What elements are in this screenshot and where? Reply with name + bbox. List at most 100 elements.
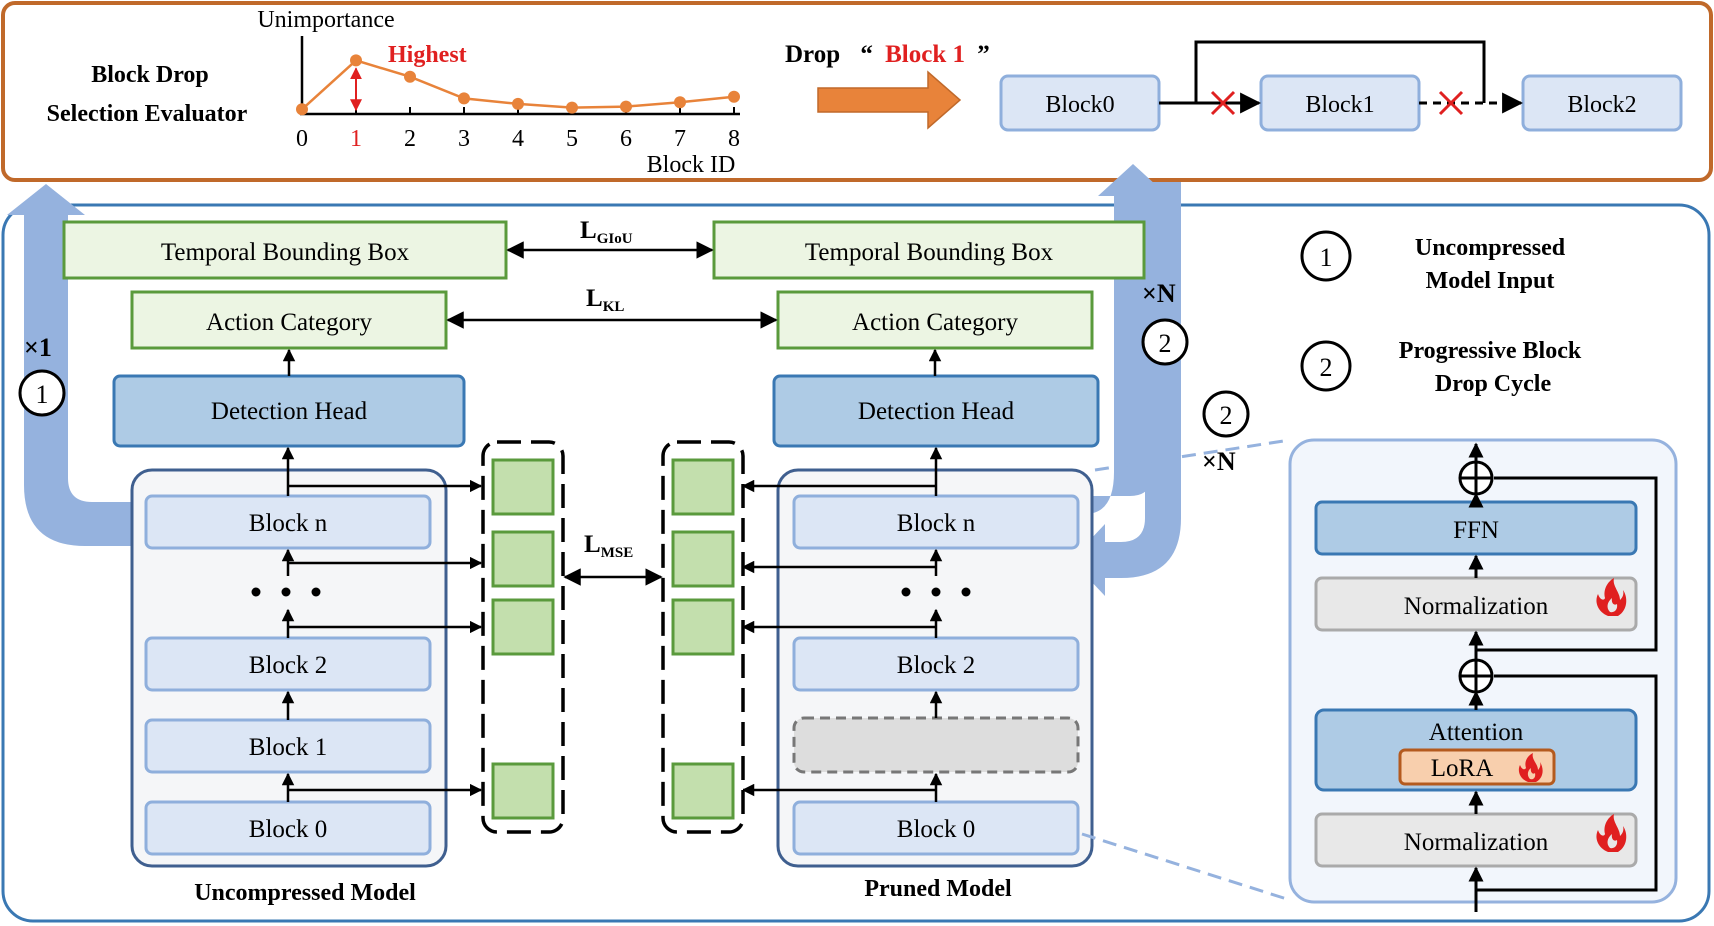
giou-loss-sub: GIoU — [597, 231, 633, 247]
chart-point — [350, 54, 362, 67]
left-ellipsis — [251, 587, 321, 597]
input-flow-arrow-shape — [7, 184, 135, 546]
left-feature-square — [491, 458, 555, 516]
chart-tick-label: 2 — [404, 126, 416, 152]
flame-icon — [1596, 578, 1627, 616]
evaluator-title-line2: Selection Evaluator — [47, 101, 248, 127]
right-action-label: Action Category — [852, 309, 1018, 336]
left-feature-square — [491, 598, 555, 656]
legend-item1-line2: Model Input — [1426, 268, 1555, 294]
right-bbox-box — [712, 220, 1146, 280]
ffn-label: FFN — [1453, 517, 1499, 544]
left-block-1-label: Block 1 — [249, 734, 327, 761]
right-caption: Pruned Model — [864, 876, 1012, 902]
drop-close-quote: ” — [977, 41, 990, 68]
legend-item1-line1: Uncompressed — [1415, 235, 1566, 261]
highest-label: Highest — [388, 42, 467, 68]
skip-connection — [1194, 40, 1486, 103]
right-block-0-label: Block 0 — [897, 816, 975, 843]
kl-loss-label: LKL — [586, 285, 624, 315]
left-block-n-label: Block n — [249, 510, 328, 537]
kl-loss-sub: KL — [603, 299, 625, 315]
right-ellipsis — [901, 587, 971, 597]
kl-loss-main: L — [586, 285, 603, 312]
evaluator-title-line1: Block Drop — [91, 62, 209, 88]
mse-loss-label: LMSE — [584, 531, 633, 561]
norm-bottom-label: Normalization — [1404, 829, 1549, 856]
chart-tick-label: 5 — [566, 126, 578, 152]
chart-tick-label: 7 — [674, 126, 686, 152]
drop-prefix: Drop — [785, 41, 840, 68]
chart-point — [404, 70, 416, 83]
legend-item2-line2: Drop Cycle — [1435, 371, 1552, 397]
left-action-box — [130, 290, 448, 350]
right-dropped-block — [792, 716, 1080, 774]
cross-icon — [1438, 90, 1464, 116]
left-bbox-box — [62, 220, 508, 280]
left-bbox-label: Temporal Bounding Box — [161, 239, 410, 266]
left-action-label: Action Category — [206, 309, 372, 336]
right-action-box — [776, 290, 1094, 350]
chart-point — [566, 101, 578, 114]
chart-xlabel: Block ID — [647, 152, 736, 178]
flame-icon — [1596, 814, 1627, 852]
top-block0-label: Block0 — [1045, 92, 1114, 118]
cycle-down-arrow — [1071, 182, 1181, 596]
giou-loss-label: LGIoU — [580, 217, 633, 247]
marker-one-label: 1 — [36, 380, 49, 409]
legend-one-number: 1 — [1320, 243, 1333, 272]
marker-two-label-upper: 2 — [1159, 329, 1172, 358]
chart-point — [620, 100, 632, 113]
drop-open-quote: “ — [860, 41, 873, 68]
marker-one-circle — [18, 369, 66, 417]
lora-label: LoRA — [1431, 755, 1494, 782]
right-feature-square — [671, 598, 735, 656]
chart-point — [728, 90, 740, 103]
add-icon — [1458, 658, 1494, 694]
residual-connection-upper — [1476, 476, 1658, 652]
legend-one-circle — [1300, 230, 1352, 282]
chart-tick-label: 1 — [350, 126, 362, 152]
marker-two-label-lower: 2 — [1220, 401, 1233, 430]
left-feature-square — [491, 762, 555, 820]
chart-tick-label: 0 — [296, 126, 308, 152]
flame-icon — [1518, 753, 1543, 782]
right-bbox-label: Temporal Bounding Box — [805, 239, 1054, 266]
chart-tick-label: 4 — [512, 126, 524, 152]
lora-box — [1398, 748, 1556, 786]
chart-point — [674, 96, 686, 109]
residual-connection-lower — [1476, 674, 1658, 892]
zoom-guide-line — [1094, 438, 1291, 472]
drop-label: Drop “ Block 1 ” — [785, 41, 990, 68]
drop-block-name: Block 1 — [885, 41, 965, 68]
chart-tick-label: 6 — [620, 126, 632, 152]
left-caption: Uncompressed Model — [194, 880, 416, 906]
chart-ylabel: Unimportance — [257, 7, 394, 33]
marker-xN-upper: ×N — [1142, 279, 1176, 308]
right-block-2-label: Block 2 — [897, 652, 975, 679]
top-block2-label: Block2 — [1567, 92, 1636, 118]
attention-label: Attention — [1429, 719, 1524, 746]
mse-loss-main: L — [584, 531, 601, 558]
chart-point — [296, 103, 308, 116]
chart-point — [512, 97, 524, 110]
legend-two-number: 2 — [1320, 353, 1333, 382]
cross-icon — [1210, 90, 1236, 116]
left-feature-square — [491, 530, 555, 588]
legend-two-circle — [1300, 340, 1352, 392]
right-feature-square — [671, 458, 735, 516]
drop-orange-arrow — [817, 70, 962, 130]
marker-two-circle-upper — [1141, 318, 1189, 366]
top-block1-label: Block1 — [1305, 92, 1374, 118]
right-feature-square — [671, 762, 735, 820]
marker-x1: ×1 — [24, 333, 52, 362]
left-head-label: Detection Head — [211, 398, 368, 425]
right-block-n-label: Block n — [897, 510, 976, 537]
add-icon — [1458, 460, 1494, 496]
left-block-2-label: Block 2 — [249, 652, 327, 679]
mse-loss-sub: MSE — [601, 545, 634, 561]
norm-top-label: Normalization — [1404, 593, 1549, 620]
chart-tick-label: 3 — [458, 126, 470, 152]
right-feature-square — [671, 530, 735, 588]
